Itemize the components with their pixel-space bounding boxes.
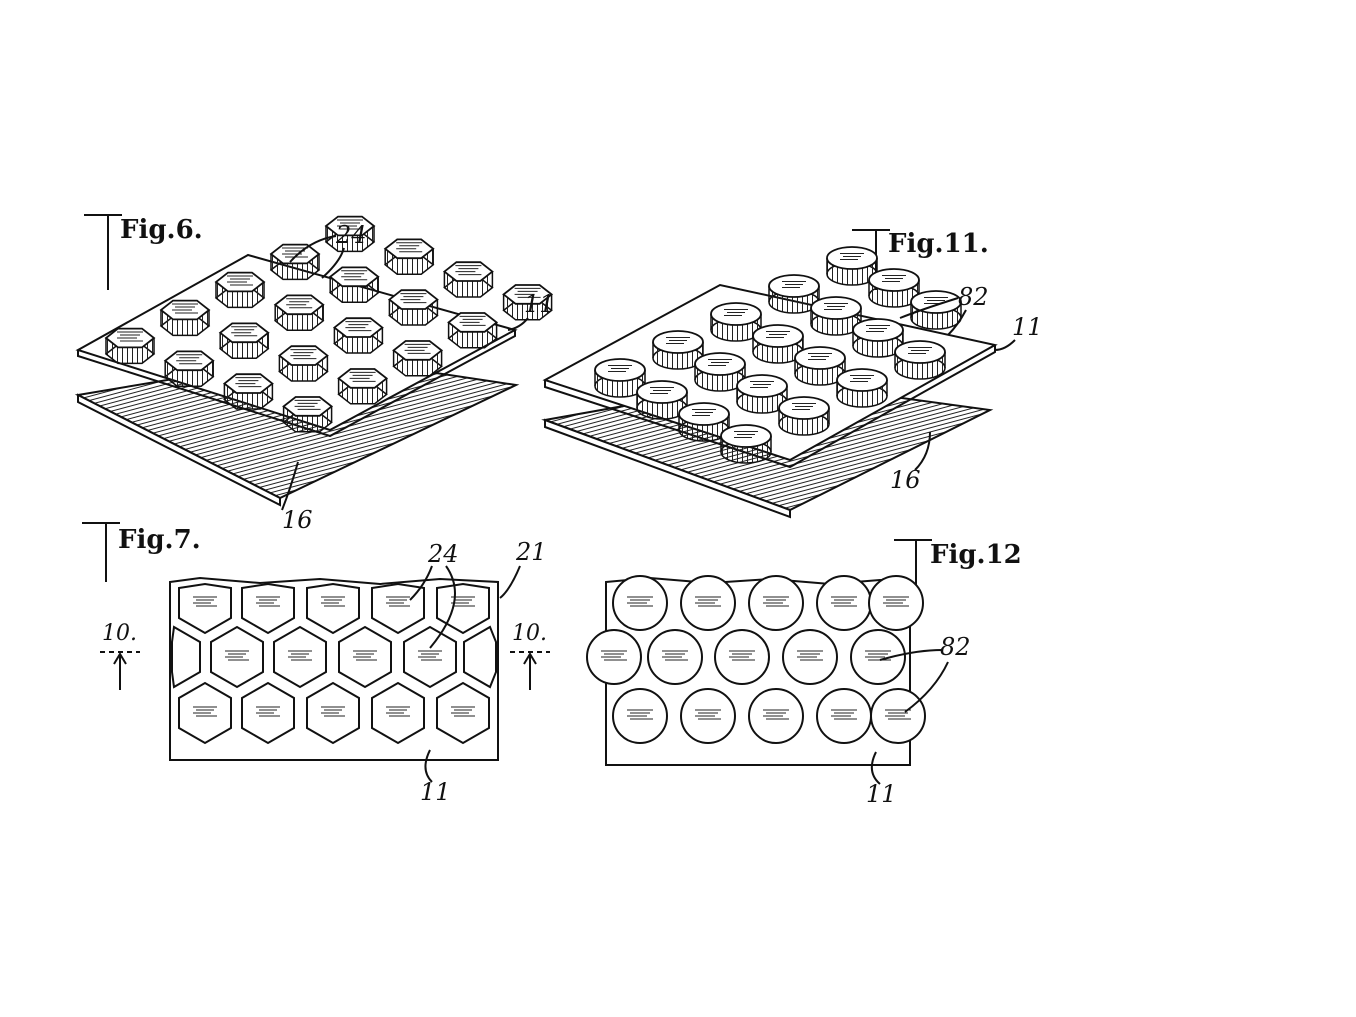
hex-cell bbox=[371, 681, 425, 745]
round-cell bbox=[636, 380, 688, 420]
section-line-left: 10. bbox=[100, 621, 140, 690]
hex-cell bbox=[324, 215, 376, 253]
round-cell bbox=[612, 575, 668, 631]
hex-cell bbox=[159, 299, 211, 337]
hex-cell bbox=[163, 350, 215, 387]
round-cell bbox=[826, 246, 878, 286]
round-cell bbox=[868, 268, 920, 308]
figure-7-title-mark bbox=[82, 522, 120, 582]
hex-cell bbox=[214, 271, 266, 309]
figure-12: Fig.12 82 11 bbox=[586, 539, 1022, 808]
hex-cell bbox=[387, 289, 439, 326]
round-cell bbox=[748, 688, 804, 744]
round-cell bbox=[710, 302, 762, 342]
hex-cell bbox=[273, 625, 327, 689]
section-line-right: 10. bbox=[510, 621, 550, 690]
figure-7-title: Fig.7. bbox=[118, 525, 201, 555]
hex-cell bbox=[104, 327, 156, 365]
circular-cells-plan bbox=[586, 575, 926, 744]
figure-7: Fig.7. 24 21 10. 10. 11 bbox=[82, 522, 550, 806]
hex-cell bbox=[502, 284, 554, 321]
hex-cell bbox=[241, 681, 295, 745]
hex-cell bbox=[392, 340, 444, 377]
hex-cell bbox=[222, 373, 274, 410]
hex-cell bbox=[442, 261, 494, 298]
round-cell bbox=[836, 368, 888, 408]
round-cell bbox=[736, 374, 788, 414]
round-cell bbox=[850, 629, 906, 685]
hex-cell bbox=[269, 243, 321, 281]
figure-6-title-mark bbox=[84, 214, 122, 290]
hexagonal-cells bbox=[104, 215, 554, 433]
round-cell bbox=[680, 575, 736, 631]
figure-7-callout-24: 24 bbox=[427, 540, 459, 568]
round-cell bbox=[868, 575, 924, 631]
round-cell bbox=[870, 688, 926, 744]
hex-cell bbox=[178, 582, 232, 635]
hex-cell bbox=[171, 625, 201, 689]
figure-11-callout-82: 82 bbox=[958, 283, 989, 311]
hex-cell bbox=[463, 625, 497, 689]
round-cell bbox=[680, 688, 736, 744]
figure-6: Fig.6. 24 11 16 bbox=[74, 214, 555, 534]
hex-cell bbox=[447, 312, 499, 349]
hex-cell bbox=[436, 681, 490, 745]
figure-7-callout-11: 11 bbox=[420, 778, 451, 806]
round-cell bbox=[852, 318, 904, 358]
figure-12-callout-11: 11 bbox=[866, 780, 897, 808]
round-cell bbox=[778, 396, 830, 436]
hex-cell bbox=[371, 582, 425, 635]
round-cell bbox=[720, 424, 772, 464]
hex-cell bbox=[241, 582, 295, 635]
hex-cell bbox=[277, 345, 329, 382]
hex-cell bbox=[282, 396, 334, 433]
figure-6-callout-16: 16 bbox=[282, 506, 313, 534]
round-cell bbox=[652, 330, 704, 370]
hex-cell bbox=[178, 681, 232, 745]
hex-cell bbox=[328, 266, 380, 303]
round-cell bbox=[782, 629, 838, 685]
figure-11-callout-11: 11 bbox=[1012, 313, 1043, 341]
plan-view-panel bbox=[169, 576, 499, 761]
round-cell bbox=[816, 688, 872, 744]
hex-cell bbox=[383, 238, 435, 275]
figure-11-callout-16: 16 bbox=[890, 466, 921, 494]
round-cell bbox=[768, 274, 820, 314]
hex-cell bbox=[403, 625, 457, 689]
hex-cell bbox=[306, 582, 360, 635]
figure-11-title: Fig.11. bbox=[888, 229, 989, 259]
hex-cell bbox=[337, 368, 389, 405]
round-cell bbox=[810, 296, 862, 336]
round-cell bbox=[894, 340, 946, 380]
section-label-left: 10. bbox=[102, 621, 137, 646]
round-cell bbox=[612, 688, 668, 744]
round-cell bbox=[748, 575, 804, 631]
round-cell bbox=[794, 346, 846, 386]
hex-cell bbox=[273, 294, 325, 331]
figure-12-callout-82: 82 bbox=[940, 633, 971, 661]
figure-7-callout-21: 21 bbox=[515, 538, 547, 566]
figure-12-title: Fig.12 bbox=[930, 540, 1022, 570]
hex-cell bbox=[306, 681, 360, 745]
section-label-right: 10. bbox=[512, 621, 547, 646]
round-cell bbox=[678, 402, 730, 442]
round-cell bbox=[647, 629, 703, 685]
figure-6-callout-24: 24 bbox=[335, 221, 367, 249]
round-cell bbox=[714, 629, 770, 685]
hex-cell bbox=[338, 625, 392, 689]
hexagonal-cells-plan bbox=[171, 582, 497, 745]
round-cell bbox=[816, 575, 872, 631]
hex-cell bbox=[332, 317, 384, 354]
figure-6-callout-11: 11 bbox=[524, 290, 555, 318]
hex-cell bbox=[210, 625, 264, 689]
circular-cells bbox=[594, 246, 962, 464]
round-cell bbox=[586, 629, 642, 685]
figure-6-title: Fig.6. bbox=[120, 215, 203, 245]
round-cell bbox=[694, 352, 746, 392]
figure-11: Fig.11. 82 11 16 bbox=[541, 229, 1043, 519]
round-cell bbox=[594, 358, 646, 398]
hex-cell bbox=[218, 322, 270, 359]
round-cell bbox=[910, 290, 962, 330]
